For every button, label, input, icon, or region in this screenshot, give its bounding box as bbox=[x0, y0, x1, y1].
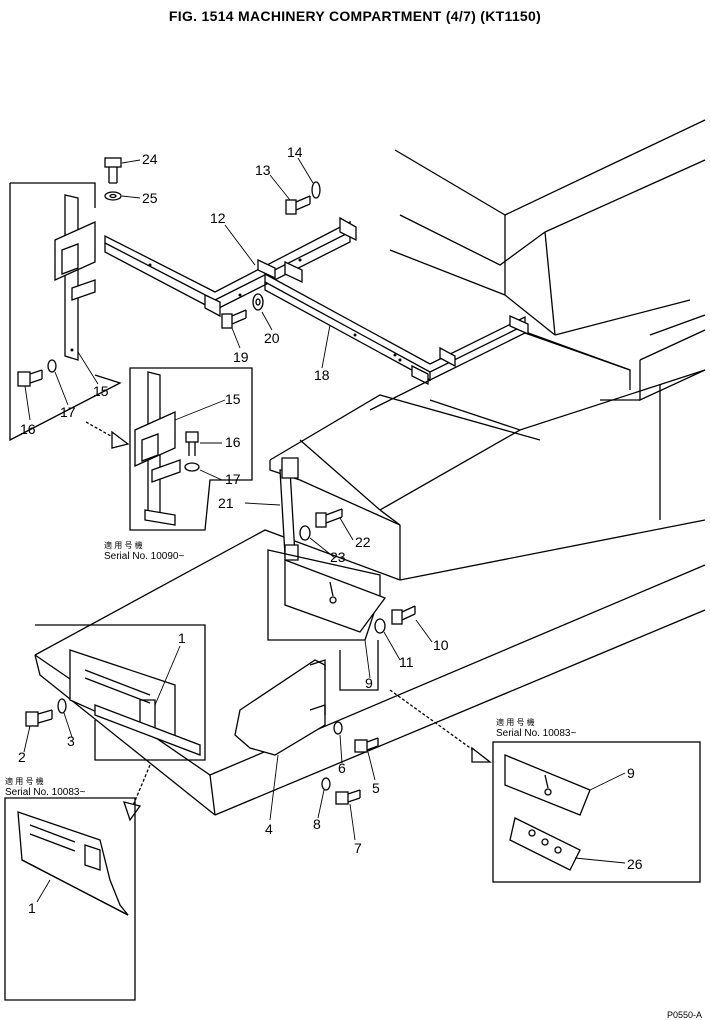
leader-lines bbox=[23, 157, 626, 903]
serial-note-jp: 適 用 号 機 bbox=[104, 541, 143, 550]
callout-26: 26 bbox=[627, 856, 643, 872]
callout-23: 23 bbox=[330, 549, 346, 565]
inset-panel-serial-10083 bbox=[4, 797, 136, 1001]
serial-note-jp: 適 用 号 機 bbox=[496, 718, 535, 727]
callout-1-lower: 1 bbox=[28, 900, 36, 916]
direction-arrow-1 bbox=[85, 421, 130, 449]
callout-15-upper: 15 bbox=[93, 383, 109, 399]
panel-1-box bbox=[35, 624, 206, 761]
callout-15-lower: 15 bbox=[225, 391, 241, 407]
callout-1-upper: 1 bbox=[178, 630, 186, 646]
callout-16-lower: 16 bbox=[225, 434, 241, 450]
bolt-7 bbox=[335, 789, 361, 805]
bolt-24 bbox=[104, 157, 122, 184]
callout-3: 3 bbox=[67, 733, 75, 749]
inset-bracket-upper bbox=[9, 182, 122, 442]
washer-14 bbox=[311, 181, 321, 199]
callout-19: 19 bbox=[233, 349, 249, 365]
washer-11 bbox=[374, 618, 386, 634]
callout-22: 22 bbox=[355, 534, 371, 550]
callout-18: 18 bbox=[314, 367, 330, 383]
callout-7: 7 bbox=[354, 840, 362, 856]
callout-24: 24 bbox=[142, 151, 158, 167]
serial-note-label: Serial No. 10083~ bbox=[496, 728, 577, 739]
rod-21 bbox=[279, 457, 299, 561]
cover-9-upper bbox=[267, 549, 387, 691]
callout-16-upper: 16 bbox=[20, 421, 36, 437]
bolt-19 bbox=[221, 309, 247, 329]
callout-6: 6 bbox=[338, 760, 346, 776]
callout-17-lower: 17 bbox=[225, 471, 241, 487]
bolt-10 bbox=[391, 605, 416, 625]
frame-bar-12 bbox=[104, 216, 357, 318]
serial-note-10083-left: 適 用 号 機 Serial No. 10083~ bbox=[5, 776, 85, 798]
callout-21: 21 bbox=[218, 495, 234, 511]
callout-4: 4 bbox=[265, 821, 273, 837]
callouts: 24 25 13 14 12 19 20 18 15 16 17 15 16 1… bbox=[18, 144, 643, 916]
callout-20: 20 bbox=[264, 330, 280, 346]
cover-4 bbox=[234, 659, 326, 756]
callout-13: 13 bbox=[255, 162, 271, 178]
frame-bar-18 bbox=[264, 260, 631, 411]
figure-title: FIG. 1514 MACHINERY COMPARTMENT (4/7) (K… bbox=[168, 8, 542, 24]
washer-8 bbox=[321, 777, 331, 791]
washer-20 bbox=[252, 293, 264, 311]
inset-bracket-serial-10090 bbox=[129, 367, 253, 531]
washer-6 bbox=[333, 721, 343, 735]
callout-11: 11 bbox=[399, 654, 414, 670]
washer-3 bbox=[57, 698, 67, 714]
bolt-13 bbox=[285, 195, 311, 215]
serial-note-jp: 適 用 号 機 bbox=[5, 777, 44, 786]
serial-note-label: Serial No. 10090~ bbox=[104, 551, 185, 562]
callout-17-upper: 17 bbox=[60, 404, 76, 420]
callout-9-lower: 9 bbox=[627, 765, 635, 781]
callout-2: 2 bbox=[18, 749, 26, 765]
bolt-2 bbox=[25, 709, 53, 727]
page-reference: P0550-A bbox=[666, 1010, 702, 1020]
inset-cover-serial-10083 bbox=[492, 741, 701, 883]
bolt-5 bbox=[354, 737, 379, 753]
callout-14: 14 bbox=[287, 144, 303, 160]
callout-25: 25 bbox=[142, 190, 158, 206]
serial-note-label: Serial No. 10083~ bbox=[5, 787, 86, 798]
direction-arrow-2 bbox=[389, 689, 492, 763]
washer-23 bbox=[299, 525, 311, 541]
base-panel bbox=[34, 529, 706, 816]
serial-note-10083-right: 適 用 号 機 Serial No. 10083~ bbox=[496, 717, 576, 739]
callout-8: 8 bbox=[313, 816, 321, 832]
machine-body bbox=[269, 119, 706, 581]
serial-note-10090: 適 用 号 機 Serial No. 10090~ bbox=[104, 540, 184, 562]
callout-10: 10 bbox=[433, 637, 449, 653]
callout-9-upper: 9 bbox=[365, 675, 373, 691]
callout-12: 12 bbox=[210, 210, 226, 226]
callout-5: 5 bbox=[372, 780, 380, 796]
direction-arrow-3 bbox=[123, 764, 151, 822]
bolt-22 bbox=[315, 508, 343, 528]
washer-25 bbox=[104, 191, 122, 201]
